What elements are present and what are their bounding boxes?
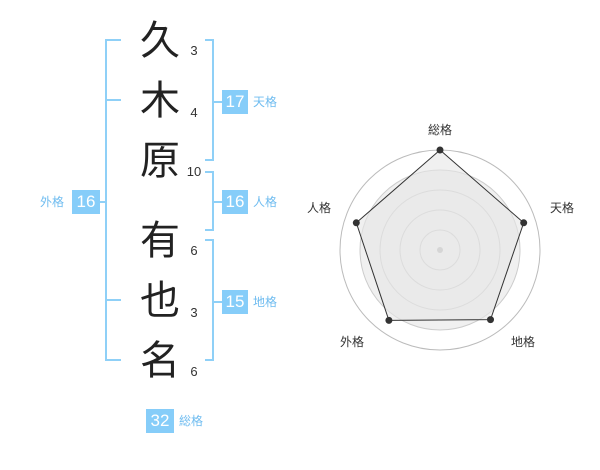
- radar-label-soukaku: 総格: [427, 123, 452, 137]
- radar-label-tenkaku: 天格: [549, 201, 574, 215]
- tenkaku-badge: 17: [222, 90, 248, 114]
- chikaku-bracket: [205, 239, 214, 361]
- radar-label-gaikaku: 外格: [339, 335, 364, 349]
- jinkaku-bracket: [205, 171, 214, 231]
- given-strokes-2: 3: [190, 305, 198, 320]
- surname-strokes-2: 4: [190, 105, 198, 120]
- surname-strokes-1: 3: [190, 43, 198, 58]
- radar-point-4: [385, 316, 393, 324]
- radar-point-1: [436, 146, 444, 154]
- surname-strokes-3: 10: [186, 164, 202, 179]
- radar-data-polygon: [355, 149, 525, 321]
- radar-chart: [339, 146, 541, 351]
- surname-char-3: 原: [140, 138, 180, 184]
- tenkaku-bracket: [205, 39, 214, 161]
- given-strokes-1: 6: [190, 243, 198, 258]
- radar-point-2: [520, 219, 528, 227]
- jinkaku-label: 人格: [253, 195, 278, 209]
- given-strokes-3: 6: [190, 364, 198, 379]
- radar-point-3: [487, 316, 494, 324]
- surname-char-2: 木: [140, 78, 180, 124]
- radar-label-jinkaku: 人格: [306, 201, 331, 215]
- chikaku-badge: 15: [222, 290, 248, 314]
- gaikaku-label: 外格: [40, 195, 65, 209]
- gaikaku-bracket: [105, 39, 121, 361]
- tenkaku-label: 天格: [253, 95, 278, 109]
- given-char-2: 也: [140, 278, 180, 324]
- given-char-3: 名: [140, 338, 180, 384]
- jinkaku-badge: 16: [222, 190, 248, 214]
- given-char-1: 有: [140, 218, 180, 264]
- soukaku-badge: 32: [146, 409, 174, 433]
- chikaku-label: 地格: [253, 295, 278, 309]
- gaikaku-badge: 16: [72, 190, 100, 214]
- radar-point-5: [352, 219, 360, 227]
- radar-label-chikaku: 地格: [510, 335, 535, 349]
- surname-char-1: 久: [140, 18, 180, 64]
- soukaku-label: 総格: [179, 414, 204, 428]
